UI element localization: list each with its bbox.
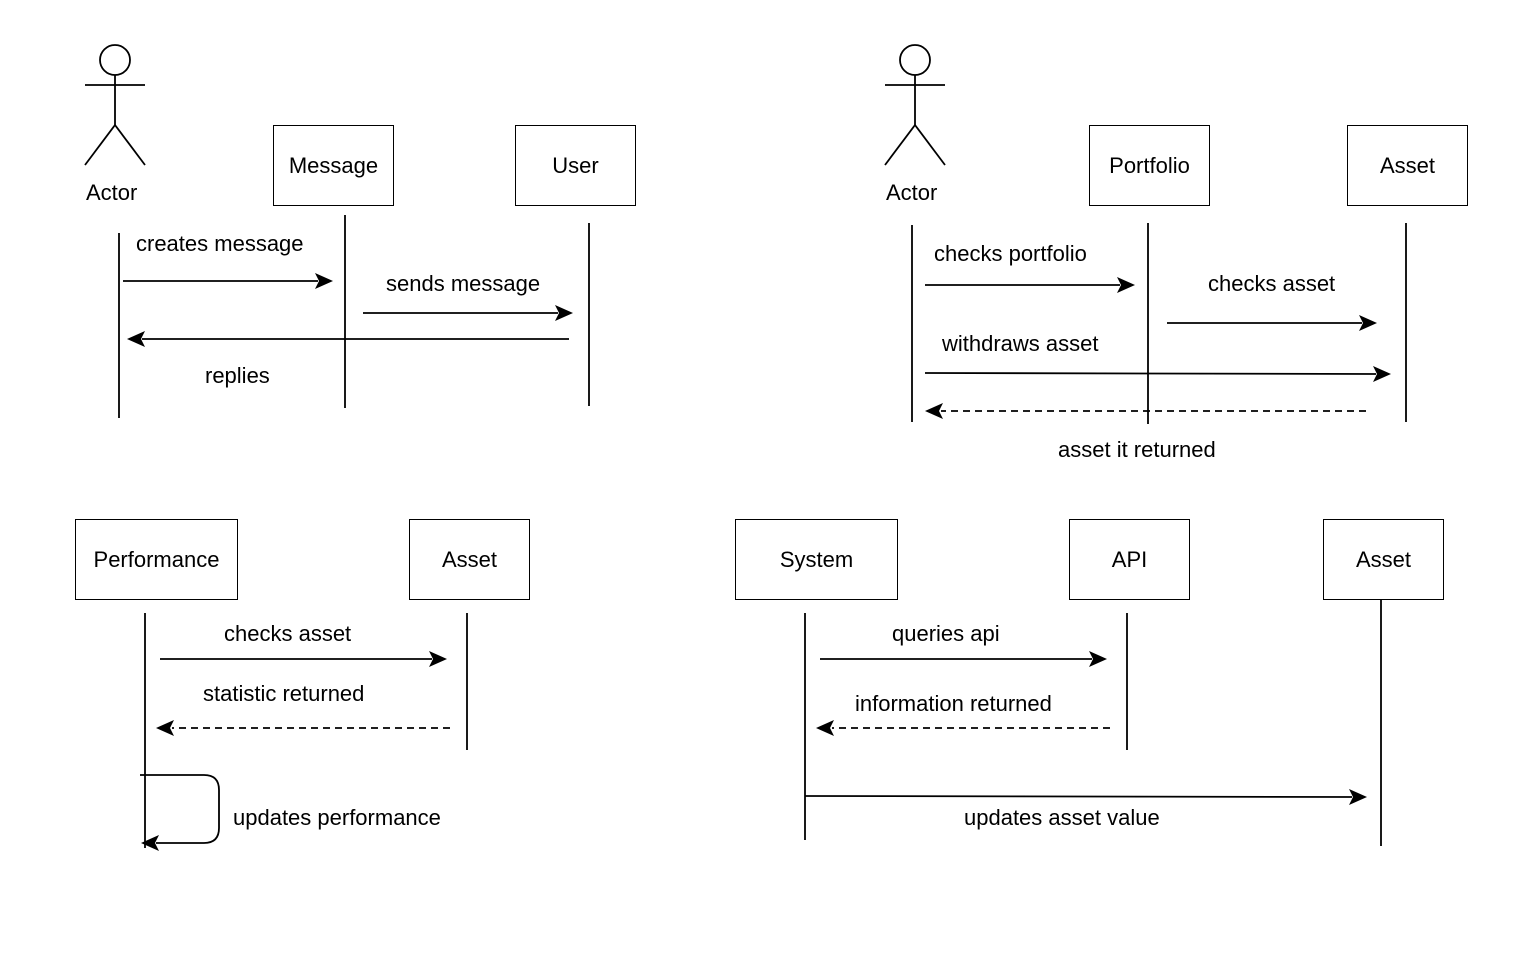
message-label-checks-asset-2: checks asset: [1208, 271, 1336, 296]
arrow-replies: [127, 331, 569, 347]
participant-label: Portfolio: [1109, 152, 1190, 178]
participant-performance: Performance: [75, 519, 238, 600]
participant-label: Performance: [93, 546, 220, 572]
participant-label: User: [552, 152, 599, 178]
participant-label: API: [1111, 546, 1148, 572]
message-label-checks-asset-3: checks asset: [224, 621, 352, 646]
participant-label: Asset: [441, 546, 498, 572]
arrow-asset-returned: [925, 403, 1366, 419]
sequence-diagram-1-lines: [84, 44, 590, 418]
message-label-queries-api: queries api: [892, 621, 1000, 646]
message-label-updates-asset-value: updates asset value: [964, 805, 1160, 830]
participant-user: User: [515, 125, 636, 206]
arrow-information-returned: [816, 720, 1110, 736]
arrow-checks-portfolio: [925, 277, 1135, 293]
message-label-statistic-returned: statistic returned: [203, 681, 365, 706]
arrow-queries-api: [820, 651, 1107, 667]
arrow-checks-asset-3: [160, 651, 447, 667]
sequence-diagram-2-lines: [884, 44, 1407, 424]
message-label-withdraws-asset: withdraws asset: [942, 331, 1099, 356]
participant-asset-4: Asset: [1323, 519, 1444, 600]
arrow-checks-asset-2: [1167, 315, 1377, 331]
participant-label: System: [779, 546, 854, 572]
participant-label: Message: [288, 152, 379, 178]
participant-portfolio: Portfolio: [1089, 125, 1210, 206]
arrow-sends-message: [363, 305, 573, 321]
message-label-replies: replies: [205, 363, 270, 388]
arrow-updates-asset-value: [804, 789, 1367, 805]
message-label-sends-message: sends message: [386, 271, 541, 296]
message-label-updates-performance: updates performance: [233, 805, 441, 830]
arrow-updates-performance: [140, 774, 220, 851]
message-label-asset-returned: asset it returned: [1058, 437, 1216, 462]
arrow-statistic-returned: [156, 720, 450, 736]
actor-figure-2: [884, 44, 946, 166]
participant-message: Message: [273, 125, 394, 206]
participant-asset-2: Asset: [1347, 125, 1468, 206]
participant-asset-3: Asset: [409, 519, 530, 600]
message-label-information-returned: information returned: [855, 691, 1052, 716]
participant-label: Asset: [1355, 546, 1412, 572]
sequence-diagram-4-lines: [804, 597, 1382, 846]
actor-label-2: Actor: [886, 180, 938, 205]
actor-figure-1: [84, 44, 146, 166]
arrow-creates-message: [123, 273, 333, 289]
message-label-creates-message: creates message: [136, 231, 304, 256]
sequence-diagram-3-lines: [140, 613, 468, 851]
actor-label-1: Actor: [86, 180, 138, 205]
message-label-checks-portfolio: checks portfolio: [934, 241, 1087, 266]
arrow-withdraws-asset: [924, 366, 1391, 382]
participant-system: System: [735, 519, 898, 600]
participant-label: Asset: [1379, 152, 1436, 178]
participant-api: API: [1069, 519, 1190, 600]
